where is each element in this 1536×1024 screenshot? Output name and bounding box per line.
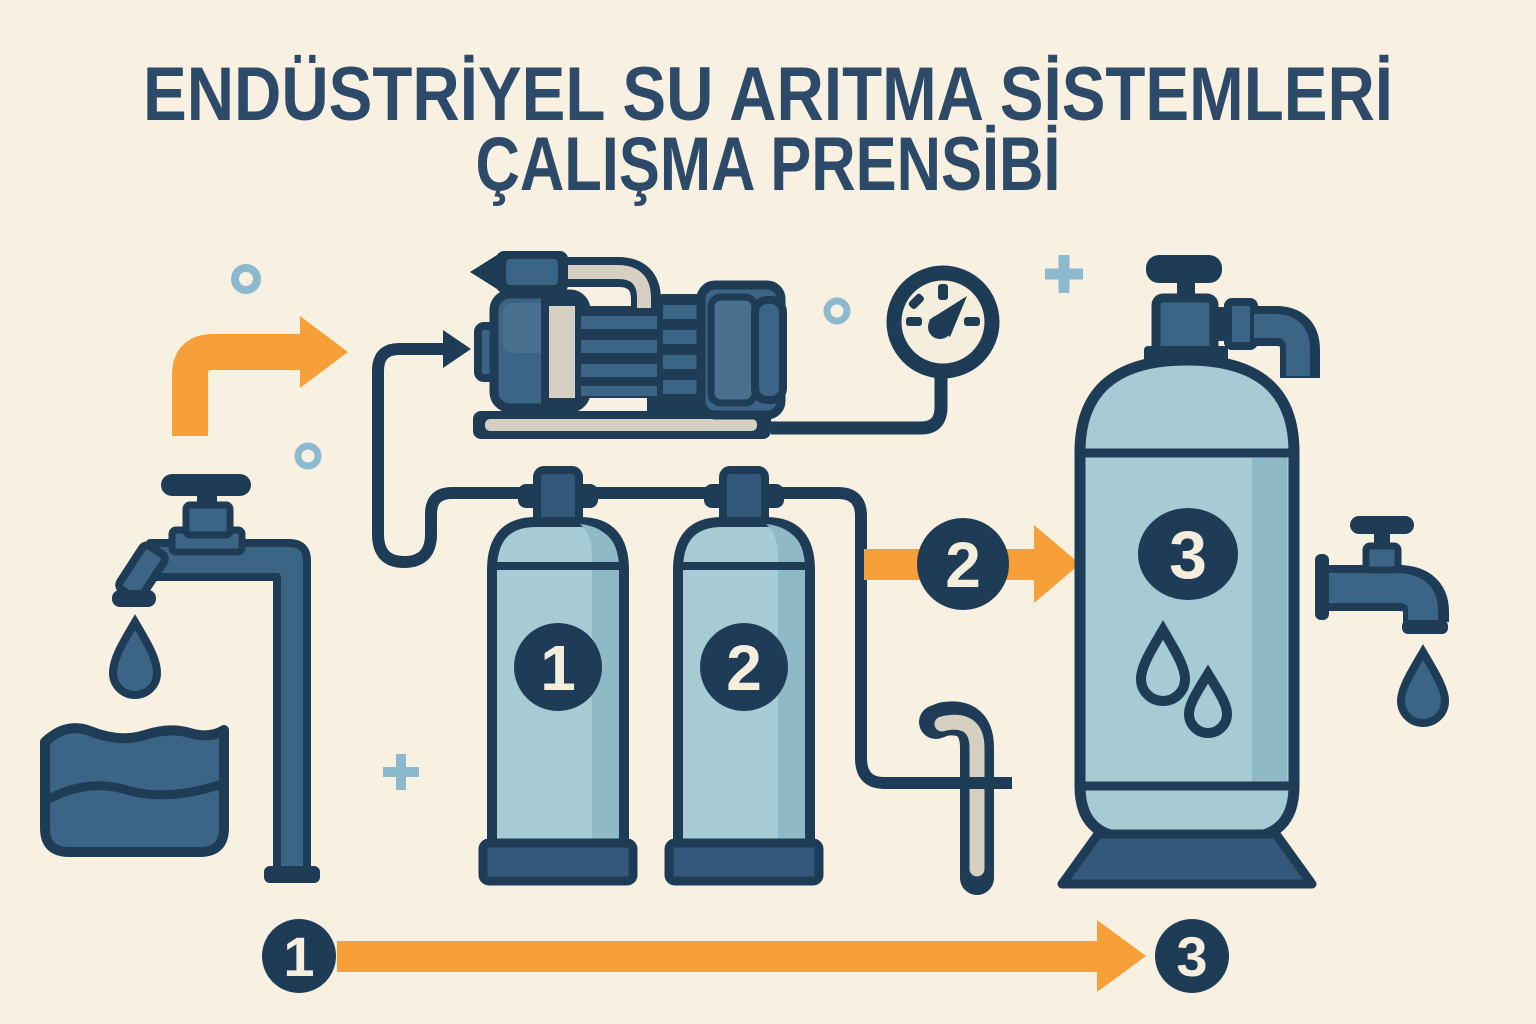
pump-inlet-arrowhead-icon: [443, 330, 471, 368]
flow-arrow-source-head-icon: [300, 316, 348, 388]
tank-badge: [1138, 508, 1238, 600]
tank-spout-inner: [1254, 314, 1310, 376]
tank-spout-block: [1224, 298, 1258, 350]
drain-pipe: [919, 701, 994, 895]
source-water-drop-icon: [108, 614, 162, 699]
pump: [470, 251, 787, 439]
pipes: [372, 330, 1012, 789]
pressure-gauge: [886, 265, 1000, 379]
storage-tank: 3: [1057, 255, 1320, 889]
pump-right-cap: [751, 296, 787, 404]
step-3-badge-label: 3: [1176, 925, 1207, 988]
filter-2-shade: [766, 524, 805, 840]
pump-base-stripe: [485, 419, 757, 431]
gauge-tick: [964, 317, 980, 326]
pump-top-pipe-inner: [566, 265, 651, 308]
flow-arrow-2-head-icon: [1034, 525, 1080, 603]
flow-2-badge-label: 2: [945, 529, 981, 601]
tank-base: [1057, 829, 1317, 889]
gauge-tick: [938, 284, 948, 300]
filter-2-base: [664, 838, 824, 886]
pump-nozzle-inner: [506, 259, 558, 285]
output-faucet: [1315, 516, 1450, 727]
decorations: [231, 255, 1083, 790]
faucet-pipe: [146, 539, 311, 874]
output-faucet-tip: [1402, 620, 1448, 634]
tank-valve-body: [1151, 293, 1219, 357]
filter-2-badge: [700, 623, 788, 711]
faucet-foot: [264, 866, 320, 883]
tank-shade: [1252, 458, 1287, 782]
output-faucet-body-inner: [1329, 573, 1438, 620]
step-1-badge-label: 1: [283, 925, 314, 988]
flow-arrow-source: [172, 316, 348, 436]
step-3-badge: [1155, 919, 1229, 993]
flow-arrow-2: 2: [864, 518, 1080, 610]
pump-ribs-1: [579, 306, 659, 398]
filter-1-base: [478, 838, 638, 886]
faucet-valve-upper: [182, 501, 234, 539]
page-title: ENDÜSTRİYEL SU ARITMA SİSTEMLERİ ÇALIŞMA…: [143, 52, 1393, 207]
bottom-flow-arrowhead-icon: [1097, 920, 1146, 992]
decor-plus-icon: [383, 754, 419, 790]
pump-right-panel: [707, 293, 759, 407]
title-line-1: ENDÜSTRİYEL SU ARITMA SİSTEMLERİ: [143, 52, 1393, 137]
pump-ribs-2: [659, 294, 701, 406]
decor-ring-icon: [823, 297, 851, 325]
output-drop-icon: [1396, 644, 1450, 727]
filter-2-badge-label: 2: [726, 632, 762, 704]
tank-badge-label: 3: [1169, 517, 1207, 593]
decor-plus-icon: [1045, 255, 1083, 293]
gauge-tick: [908, 293, 924, 309]
faucet-handle: [161, 474, 251, 496]
filter-2-cap: [719, 466, 769, 528]
pump-cream-stripe: [541, 298, 583, 406]
flow-2-badge: [917, 518, 1009, 610]
filter-2: 2: [664, 466, 824, 886]
tank-drop-icon: [1183, 664, 1233, 738]
bottom-flow-arrow: [337, 941, 1097, 972]
gauge-tick: [906, 317, 922, 326]
filter-1-shade: [580, 524, 619, 840]
source-faucet: [40, 474, 320, 883]
step-1-badge: [262, 919, 336, 993]
faucet-spout-flange: [112, 590, 156, 607]
decor-ring-icon: [294, 442, 322, 470]
output-faucet-flange: [1315, 554, 1329, 620]
output-valve-block: [1362, 542, 1402, 574]
filter-pipe: [452, 487, 1012, 789]
decor-ring-icon: [231, 264, 261, 294]
pump-nozzle-tip-icon: [470, 255, 497, 289]
title-line-2: ÇALIŞMA PRENSİBİ: [476, 122, 1061, 207]
source-container-wave: [42, 779, 227, 805]
tank-drop-icon: [1135, 620, 1191, 706]
gauge-needle: [929, 296, 967, 337]
filter-1-cap: [533, 466, 583, 528]
output-handle-stem: [1374, 532, 1390, 548]
filter-1-badge: [514, 623, 602, 711]
tank-handle: [1146, 255, 1222, 283]
gauge-pipe: [771, 374, 948, 435]
output-handle: [1350, 516, 1414, 534]
pump-inlet-pipe: [372, 343, 453, 569]
filter-1-badge-label: 1: [540, 632, 576, 704]
filter-1: 1: [478, 466, 638, 886]
bottom-flow: 1 3: [262, 919, 1229, 993]
